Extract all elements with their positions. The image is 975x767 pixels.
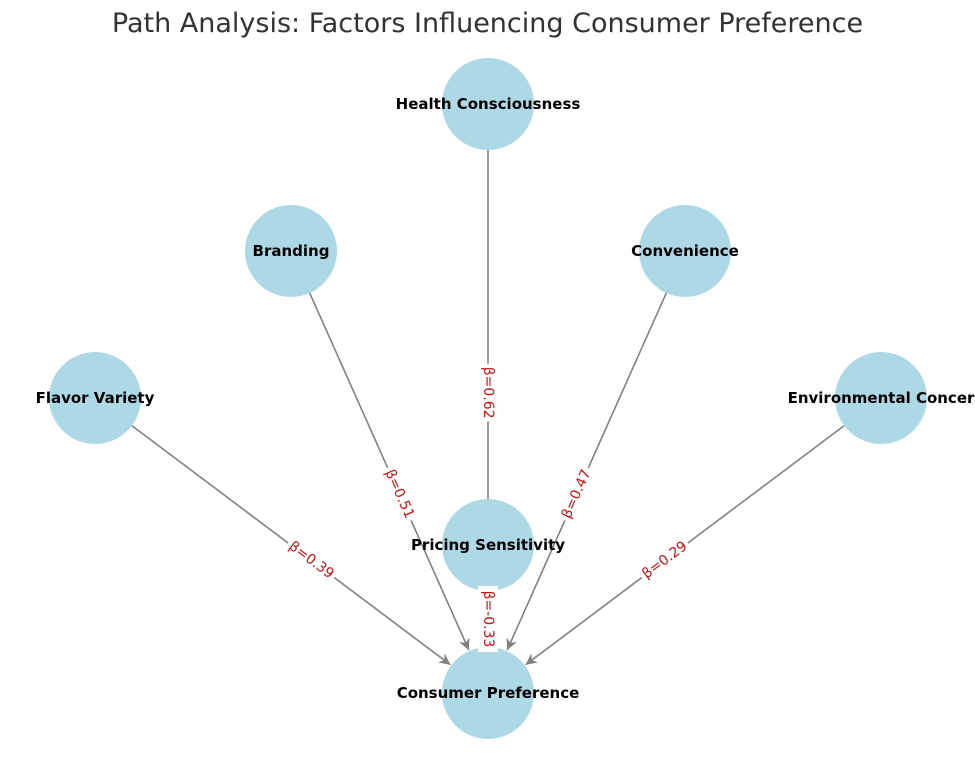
node-label-convenience: Convenience [631, 242, 739, 260]
node-environment: Environmental Concer [788, 352, 975, 444]
edge-label-group-health: β=0.62 [478, 363, 498, 422]
node-health: Health Consciousness [396, 58, 581, 150]
node-circle-health [442, 58, 534, 150]
edge-label-background [282, 534, 341, 586]
edge-label-group-flavor: β=0.39 [282, 534, 341, 586]
diagram-title: Path Analysis: Factors Influencing Consu… [112, 8, 863, 39]
node-circle-flavor [49, 352, 141, 444]
node-label-health: Health Consciousness [396, 95, 581, 113]
edge-coefficient-branding: β=0.51 [381, 467, 417, 521]
node-circle-environment [835, 352, 927, 444]
node-circle-convenience [639, 205, 731, 297]
edge-coefficient-convenience: β=0.47 [559, 467, 595, 521]
edge-label-background [555, 463, 598, 525]
edge-coefficient-environment: β=0.29 [639, 538, 690, 582]
node-pricing: Pricing Sensitivity [411, 499, 565, 591]
node-label-pricing: Pricing Sensitivity [411, 536, 565, 554]
node-branding: Branding [245, 205, 337, 297]
node-label-flavor: Flavor Variety [36, 389, 155, 407]
edge-label-background [478, 585, 498, 653]
node-circle-branding [245, 205, 337, 297]
edge-coefficient-health: β=0.62 [480, 367, 496, 419]
node-consumer: Consumer Preference [397, 647, 580, 739]
edge-label-group-convenience: β=0.47 [555, 463, 598, 525]
node-circle-consumer [442, 647, 534, 739]
node-label-environment: Environmental Concer [788, 389, 975, 407]
node-circle-pricing [442, 499, 534, 591]
edge-label-background [635, 534, 694, 586]
node-label-branding: Branding [253, 242, 330, 260]
edge-label-background [378, 463, 421, 525]
node-flavor: Flavor Variety [36, 352, 155, 444]
edge-label-group-branding: β=0.51 [378, 463, 421, 525]
edge-label-background [478, 363, 498, 422]
edge-label-group-environment: β=0.29 [635, 534, 694, 586]
edge-coefficient-pricing: β=-0.33 [480, 591, 496, 648]
node-convenience: Convenience [631, 205, 739, 297]
edge-coefficient-flavor: β=0.39 [286, 538, 337, 582]
edge-label-group-pricing: β=-0.33 [478, 585, 498, 653]
node-label-consumer: Consumer Preference [397, 684, 580, 702]
